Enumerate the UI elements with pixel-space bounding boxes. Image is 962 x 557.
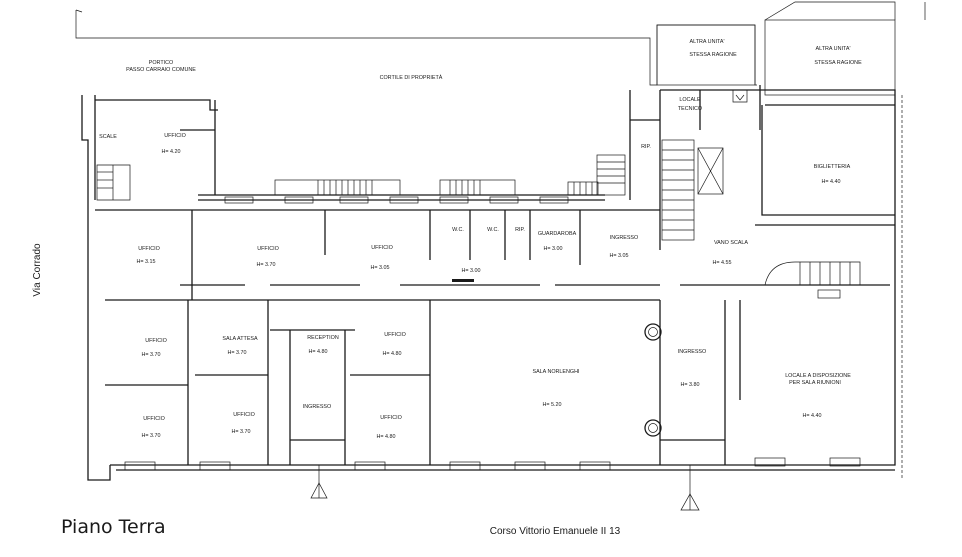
- rip-upper-label: RIP.: [641, 144, 651, 150]
- room-labels: PORTICO PASSO CARRAIO COMUNE CORTILE DI …: [99, 39, 862, 440]
- room-ufficio-c-height: H= 3.05: [370, 265, 389, 271]
- room-ufficio-top-height: H= 4.20: [161, 149, 180, 155]
- interior-walls: [95, 85, 890, 465]
- room-reception-height: H= 4.80: [308, 349, 327, 355]
- room-sala-attesa-name: SALA ATTESA: [222, 336, 258, 342]
- room-vano-scala-height: H= 4.55: [712, 260, 731, 266]
- room-ufficio-h-name: UFFICIO: [380, 415, 402, 421]
- room-biglietteria-height: H= 4.40: [821, 179, 840, 185]
- altra-unita-1-label: ALTRA UNITA': [690, 39, 725, 45]
- room-ufficio-c-name: UFFICIO: [371, 245, 393, 251]
- room-ufficio-a-name: UFFICIO: [138, 246, 160, 252]
- room-ufficio-a-height: H= 3.15: [136, 259, 155, 265]
- portico-label: PORTICO: [149, 60, 173, 66]
- altra-unita-1-label-2: STESSA RAGIONE: [689, 52, 737, 58]
- room-ufficio-f-name: UFFICIO: [143, 416, 165, 422]
- street-bottom-label: Corso Vittorio Emanuele II 13: [490, 526, 621, 537]
- room-ufficio-e-height: H= 4.80: [382, 351, 401, 357]
- room-sala-norlenghi-height: H= 5.20: [542, 402, 561, 408]
- room-ufficio-b-name: UFFICIO: [257, 246, 279, 252]
- room-locale-name-2: PER SALA RIUNIONI: [789, 380, 841, 386]
- cortile-label: CORTILE DI PROPRIETÀ: [380, 74, 443, 81]
- stairs: [96, 90, 861, 299]
- room-locale-name: LOCALE A DISPOSIZIONE: [785, 373, 851, 379]
- wc-block-height: H= 3.00: [461, 268, 480, 274]
- portico-label-2: PASSO CARRAIO COMUNE: [126, 67, 196, 73]
- site-boundary: [75, 1, 926, 480]
- facade-windows: [124, 196, 861, 471]
- altra-unita-2-label: ALTRA UNITA': [816, 46, 851, 52]
- locale-tecnico-label: LOCALE: [679, 97, 701, 103]
- locale-tecnico-label-2: TECNICO: [678, 106, 702, 112]
- room-rip-name: RIP.: [515, 227, 525, 233]
- room-ufficio-top-name: UFFICIO: [164, 133, 186, 139]
- room-ingresso-right-height: H= 3.80: [680, 382, 699, 388]
- room-sala-attesa-height: H= 3.70: [227, 350, 246, 356]
- room-ufficio-e-name: UFFICIO: [384, 332, 406, 338]
- room-ingresso-bottom-name: INGRESSO: [303, 404, 331, 410]
- room-guardaroba-name: GUARDAROBA: [538, 231, 577, 237]
- altra-unita-2-label-2: STESSA RAGIONE: [814, 60, 862, 66]
- room-ufficio-h-height: H= 4.80: [376, 434, 395, 440]
- floor-title: Piano Terra: [61, 516, 166, 538]
- room-ufficio-g-height: H= 3.70: [231, 429, 250, 435]
- exterior-walls: [81, 89, 896, 481]
- room-ingresso-top-name: INGRESSO: [610, 235, 638, 241]
- room-biglietteria-name: BIGLIETTERIA: [814, 164, 851, 170]
- scale-label: SCALE: [99, 134, 117, 140]
- room-sala-norlenghi-name: SALA NORLENGHI: [532, 369, 579, 375]
- room-guardaroba-height: H= 3.00: [543, 246, 562, 252]
- room-ufficio-d-name: UFFICIO: [145, 338, 167, 344]
- street-left-label: Via Corrado: [32, 243, 43, 297]
- room-ufficio-g-name: UFFICIO: [233, 412, 255, 418]
- columns: [452, 279, 662, 437]
- room-ingresso-right-name: INGRESSO: [678, 349, 706, 355]
- room-reception-name: RECEPTION: [307, 335, 339, 341]
- room-wc-2-name: W.C.: [487, 227, 499, 233]
- room-ingresso-top-height: H= 3.05: [609, 253, 628, 259]
- entrance-markers: [310, 465, 700, 511]
- room-ufficio-d-height: H= 3.70: [141, 352, 160, 358]
- room-locale-height: H= 4.40: [802, 413, 821, 419]
- room-vano-scala-name: VANO SCALA: [714, 240, 748, 246]
- room-ufficio-f-height: H= 3.70: [141, 433, 160, 439]
- room-wc-1-name: W.C.: [452, 227, 464, 233]
- room-ufficio-b-height: H= 3.70: [256, 262, 275, 268]
